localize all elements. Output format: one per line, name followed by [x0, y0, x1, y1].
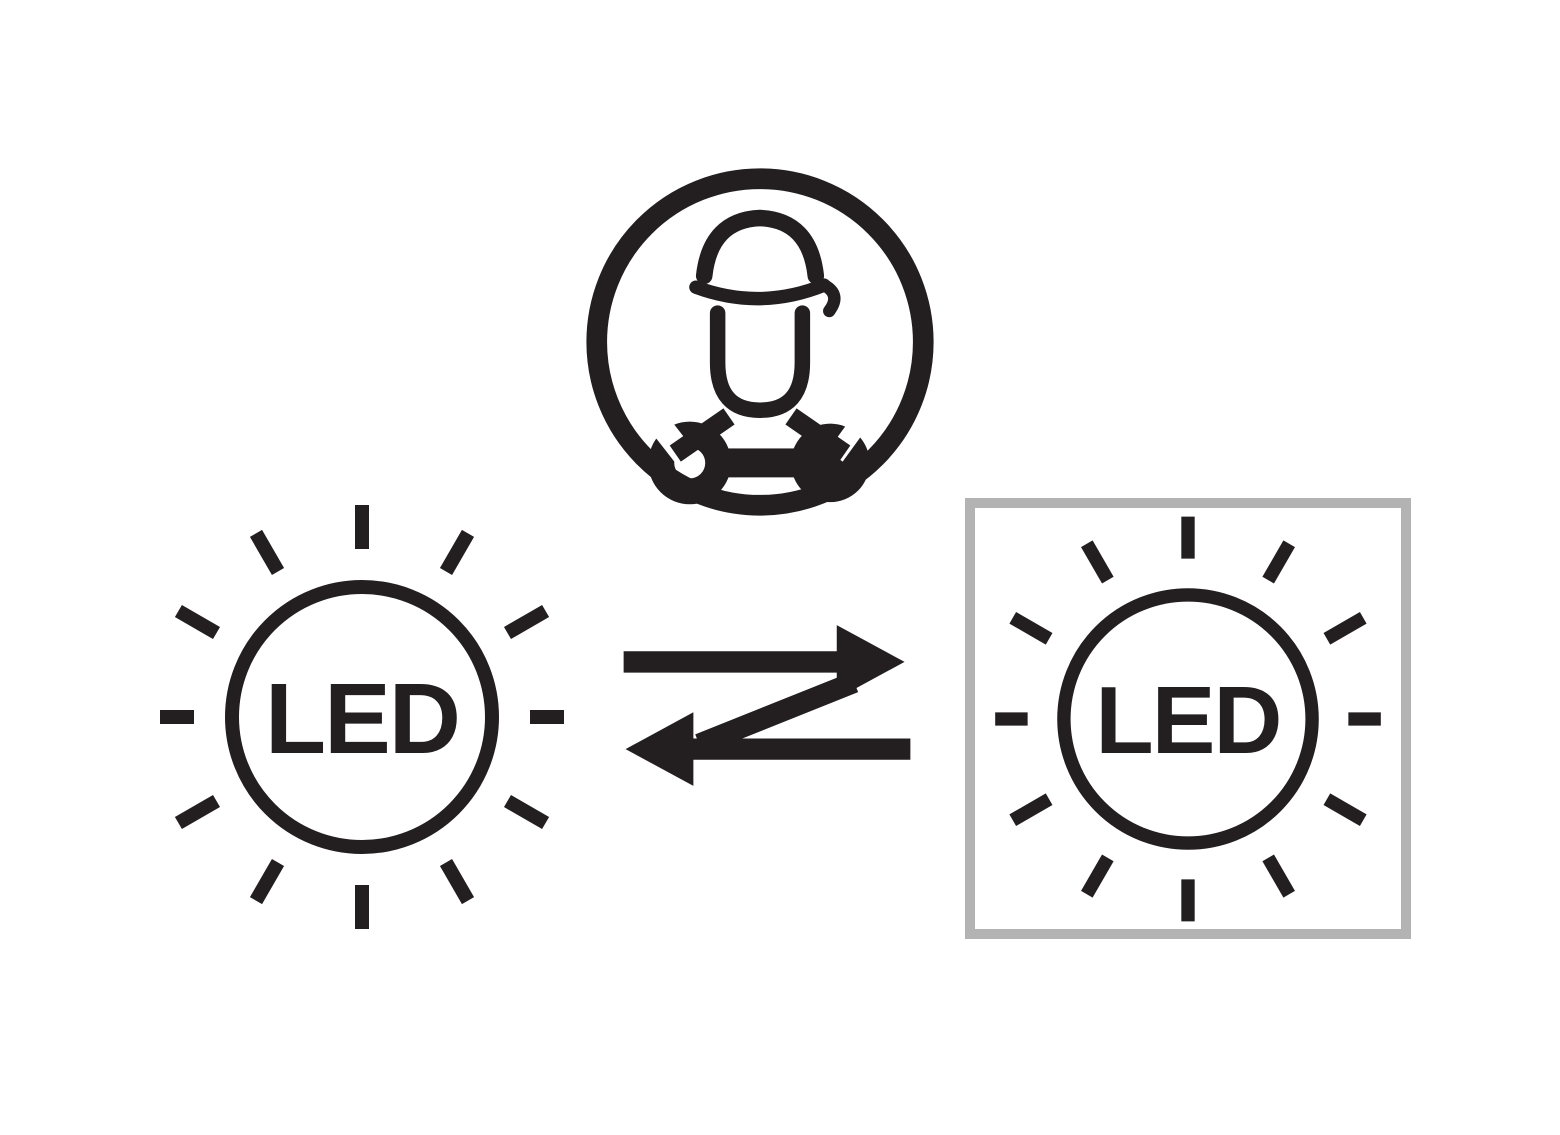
exchange-arrows-icon — [623, 625, 911, 786]
led-icon-right: LED — [978, 509, 1398, 929]
wrench-icon — [648, 421, 870, 505]
cap-icon — [695, 209, 825, 285]
led-circle — [1057, 587, 1319, 850]
arrow-right-head — [836, 625, 905, 699]
led-frame: LED — [965, 498, 1411, 939]
cap-brim — [689, 278, 831, 306]
led-label-right: LED — [1095, 667, 1280, 773]
cap-visor — [817, 278, 841, 318]
arrow-diagonal — [695, 672, 859, 755]
arrow-left-head — [625, 712, 694, 786]
technician-figure — [669, 209, 851, 462]
face-outline — [709, 305, 811, 418]
led-icon-left: LED — [142, 497, 582, 937]
technician-circle-outline — [586, 168, 934, 516]
technician-icon — [586, 168, 934, 516]
led-circle — [225, 580, 499, 854]
led-label-left: LED — [265, 663, 459, 775]
